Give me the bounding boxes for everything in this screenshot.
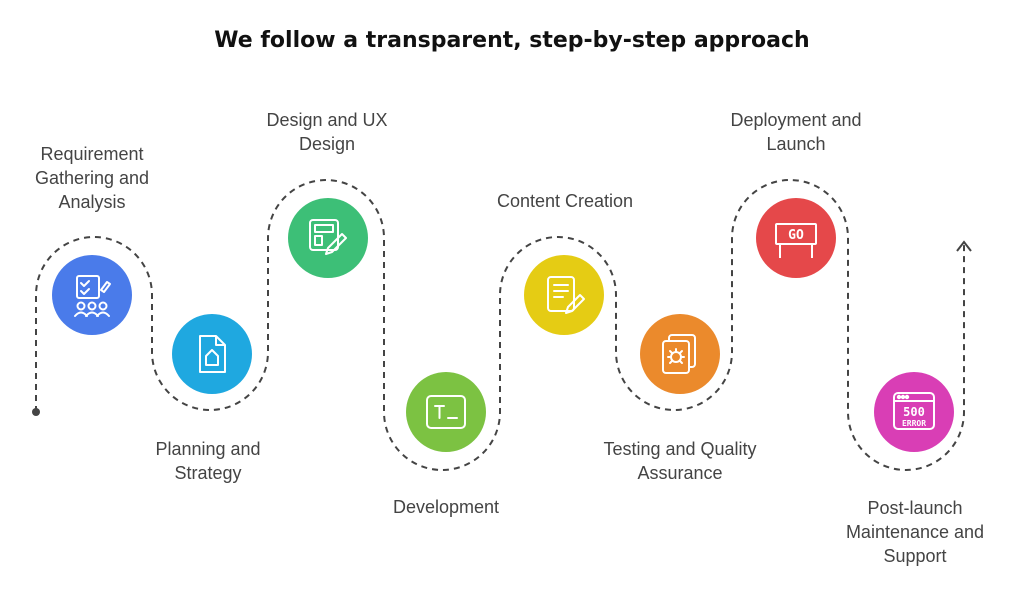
step-label-development: Development <box>392 497 500 517</box>
bug-test-icon <box>662 334 696 374</box>
go-sign-text: GO <box>788 228 804 243</box>
content-edit-icon <box>547 276 585 314</box>
step-label-design: Design and UX Design <box>266 110 388 154</box>
step-label-testing: Testing and Quality Assurance <box>603 439 757 483</box>
step-label-deployment: Deployment and Launch <box>730 110 862 154</box>
step-circle-testing <box>640 314 720 394</box>
server-error-icon: 500 ERROR <box>893 392 935 430</box>
step-label-requirements: Requirement Gathering and Analysis <box>34 144 150 212</box>
design-pencil-icon <box>309 219 347 255</box>
step-circle-deployment: GO <box>756 198 836 278</box>
step-circle-requirements <box>52 255 132 335</box>
go-sign-icon: GO <box>775 223 817 258</box>
step-circle-planning <box>172 314 252 394</box>
path-start-dot <box>32 408 40 416</box>
step-label-planning: Planning and Strategy <box>155 439 261 483</box>
path-end-arrow-icon <box>956 240 972 252</box>
error-word-text: ERROR <box>902 419 926 428</box>
requirements-checklist-icon <box>74 275 111 317</box>
step-label-content: Content Creation <box>496 191 634 211</box>
terminal-icon <box>426 395 466 429</box>
step-circle-development <box>406 372 486 452</box>
step-circle-content <box>524 255 604 335</box>
error-code-text: 500 <box>903 405 925 419</box>
step-circle-maintenance: 500 ERROR <box>874 372 954 452</box>
step-circle-design <box>288 198 368 278</box>
document-upload-icon <box>199 335 226 373</box>
page-title: We follow a transparent, step-by-step ap… <box>214 28 810 53</box>
step-label-maintenance: Post-launch Maintenance and Support <box>845 498 985 566</box>
